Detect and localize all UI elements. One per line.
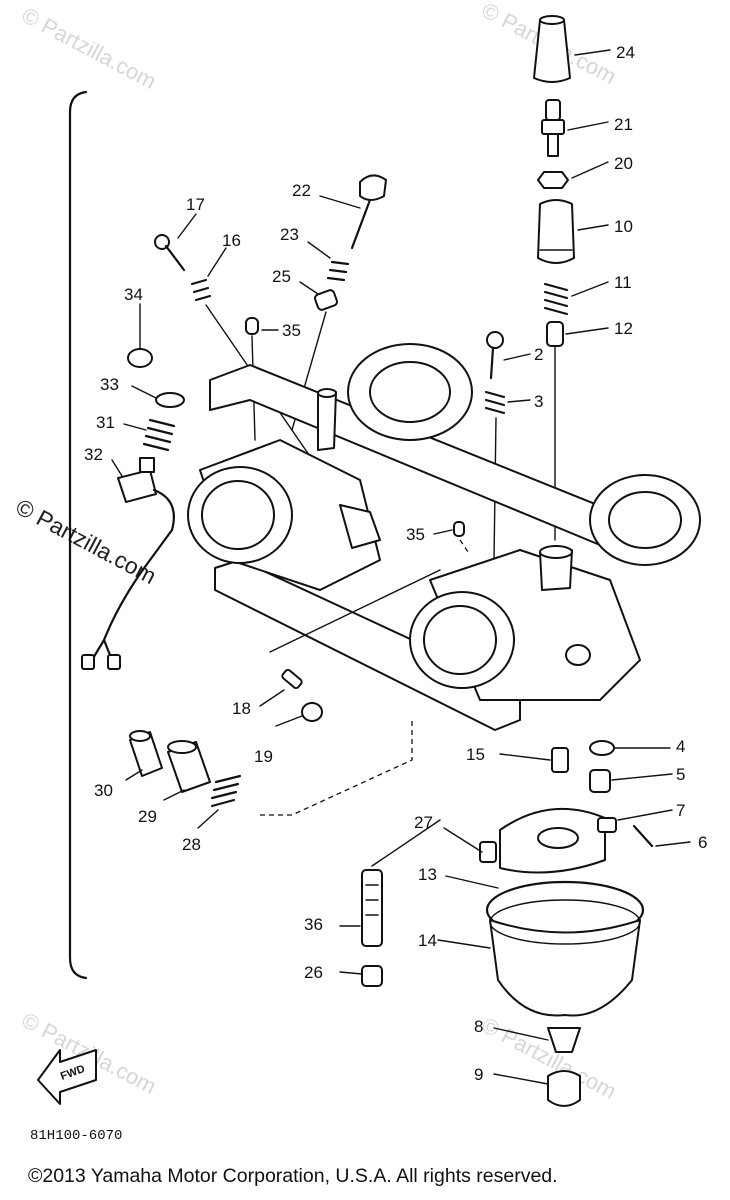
leader-box (260, 720, 413, 816)
part-33-washer (155, 392, 185, 408)
front-carb-right-fitting (565, 644, 591, 666)
callout-25: 25 (272, 267, 291, 286)
callout-19: 19 (254, 747, 273, 766)
part-32-connector-b (107, 654, 121, 670)
front-carb-left-tower (317, 391, 337, 451)
callout-20: 20 (614, 154, 633, 173)
callout-26: 26 (304, 963, 323, 982)
part-3-spring (484, 390, 506, 415)
part-35-lower (453, 521, 465, 537)
front-carb-right-tower-top (539, 545, 573, 559)
part-4-washer (589, 740, 615, 756)
front-carb-left-tower-top (317, 388, 337, 398)
callout-36: 36 (304, 915, 323, 934)
callout-9: 9 (474, 1065, 483, 1084)
callout-8: 8 (474, 1017, 483, 1036)
callout-7: 7 (676, 801, 685, 820)
callout-6: 6 (698, 833, 707, 852)
callout-5: 5 (676, 765, 685, 784)
callout-35-lower: 35 (406, 525, 425, 544)
part-8-washer (547, 1027, 581, 1053)
front-carb-right-bore (423, 605, 497, 675)
callout-32: 32 (84, 445, 103, 464)
part-32-wire (102, 488, 175, 642)
part-15 (551, 747, 569, 773)
callout-30: 30 (94, 781, 113, 800)
callout-18: 18 (232, 699, 251, 718)
part-7 (597, 817, 617, 833)
fwd-arrow-icon (37, 1049, 97, 1105)
throttle-linkage (339, 504, 381, 549)
callout-17: 17 (186, 195, 205, 214)
part-32-sensor-top (139, 457, 155, 473)
part-5 (589, 769, 611, 793)
watermark: © Partzilla.com (18, 2, 161, 94)
part-36-emulsion-tube (361, 869, 383, 947)
callout-16: 16 (222, 231, 241, 250)
part-35-upper (245, 317, 259, 335)
front-carb-left-bore (201, 480, 275, 550)
part-21-stem (547, 133, 559, 157)
part-28-spring (210, 774, 242, 808)
part-22-screw (350, 198, 372, 250)
rear-carb-right-bore (608, 491, 682, 549)
diagram-code: 81H100-6070 (30, 1128, 123, 1144)
part-27 (479, 841, 497, 863)
part-32-connector-a (81, 654, 95, 670)
part-16-spring (190, 278, 212, 302)
part-9-drain-plug (547, 1070, 581, 1107)
part-12-needle-holder (546, 321, 564, 347)
callout-10: 10 (614, 217, 633, 236)
callout-33: 33 (100, 375, 119, 394)
callout-11: 11 (614, 273, 632, 292)
callout-31: 31 (96, 413, 115, 432)
callout-3: 3 (534, 392, 543, 411)
copyright-notice: ©2013 Yamaha Motor Corporation, U.S.A. A… (28, 1165, 558, 1187)
part-30-top (129, 730, 151, 742)
part-10 (537, 199, 575, 264)
part-19 (301, 702, 323, 722)
callout-23: 23 (280, 225, 299, 244)
part-17-screw (164, 244, 186, 272)
part-25 (313, 289, 339, 311)
assembly-bracket (68, 90, 88, 980)
part-29-top (167, 740, 197, 754)
part-26-main-jet (361, 965, 383, 987)
part-24-cap (533, 16, 571, 83)
callout-34: 34 (124, 285, 143, 304)
callout-22: 22 (292, 181, 311, 200)
part-2-screw-head (486, 331, 504, 349)
leader-lines (111, 49, 691, 1085)
part-6-pin (632, 824, 654, 848)
callout-21: 21 (614, 115, 633, 134)
part-11-spring (543, 282, 569, 316)
callout-12: 12 (614, 319, 633, 338)
part-18 (281, 668, 303, 690)
callout-35-upper: 35 (282, 321, 301, 340)
part-21 (545, 99, 561, 121)
callout-24: 24 (616, 43, 635, 62)
part-31-spring (142, 418, 176, 452)
part-21-body (541, 119, 565, 135)
callout-29: 29 (138, 807, 157, 826)
part-14-float-bowl (489, 919, 641, 1017)
callout-14: 14 (418, 931, 437, 950)
part-24-cap-top (539, 15, 565, 25)
callout-4: 4 (676, 737, 685, 756)
part-34 (127, 348, 153, 368)
part-22-knob (359, 174, 387, 201)
part-2-screw (489, 346, 495, 380)
part-23-spring (326, 260, 350, 282)
callout-27: 27 (414, 813, 433, 832)
callout-28: 28 (182, 835, 201, 854)
part-13-float-hole (537, 827, 579, 849)
rear-carb-left-bore (369, 361, 451, 423)
callout-13: 13 (418, 865, 437, 884)
part-32-sensor (117, 469, 157, 503)
part-20-nut (537, 171, 569, 189)
callout-2: 2 (534, 345, 543, 364)
callout-15: 15 (466, 745, 485, 764)
